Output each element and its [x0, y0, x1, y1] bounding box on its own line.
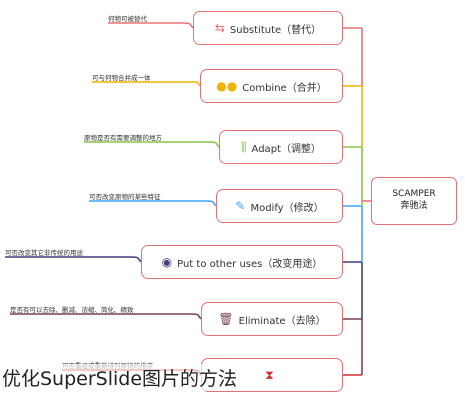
branch-label: Put to other uses（改变用途）	[177, 258, 323, 270]
center-title: SCAMPER	[392, 189, 436, 200]
note-connector	[92, 81, 201, 87]
branch-note: 可否改变其它非传统的用途	[5, 249, 83, 257]
note-connector	[5, 256, 142, 263]
branch-node-adapt: ⫼ Adapt（调整）	[219, 130, 343, 164]
toggle-icon: ◉	[161, 255, 173, 269]
branch-note: 是否有可以去除、删减、浓缩、简化、精致	[10, 306, 134, 314]
branch-node-combine: ●● Combine（合并）	[200, 69, 343, 103]
branch-note: 原物是否有需要调整的地方	[84, 134, 162, 142]
branch-node-eliminate: 🗑 Eliminate（去除）	[201, 302, 343, 336]
branch-node-substitute: ⇆ Substitute（替代）	[193, 11, 343, 45]
two-circles-icon: ●●	[216, 79, 238, 93]
branch-label: Modify（修改）	[250, 202, 324, 214]
note-connector	[108, 22, 194, 29]
branch-node-modify: ✎ Modify（修改）	[216, 189, 343, 223]
branch-note: 可否改变原物的某些特征	[89, 193, 161, 201]
brush-icon: ✎	[235, 199, 246, 213]
hourglass-icon: ⧗	[265, 368, 274, 382]
center-subtitle: 奔驰法	[400, 201, 428, 211]
swap-arrows-icon: ⇆	[214, 21, 225, 35]
page-title: 优化SuperSlide图片的方法	[2, 364, 238, 391]
branch-label: Adapt（调整）	[251, 143, 321, 155]
note-connector	[84, 141, 220, 148]
center-node: SCAMPER 奔驰法	[371, 177, 457, 225]
branch-label: Combine（合并）	[242, 82, 327, 94]
branch-node-put-to-other-uses: ◉ Put to other uses（改变用途）	[141, 245, 343, 279]
note-connector	[10, 313, 202, 320]
branch-label: Substitute（替代）	[229, 24, 322, 36]
note-connector	[89, 200, 217, 207]
branch-label: Eliminate（去除）	[238, 315, 326, 327]
sliders-icon: ⫼	[241, 140, 247, 154]
branch-note: 何物可被替代	[108, 15, 147, 23]
branch-note: 可与何物合并成一体	[92, 74, 151, 82]
trash-icon: 🗑	[218, 312, 234, 326]
